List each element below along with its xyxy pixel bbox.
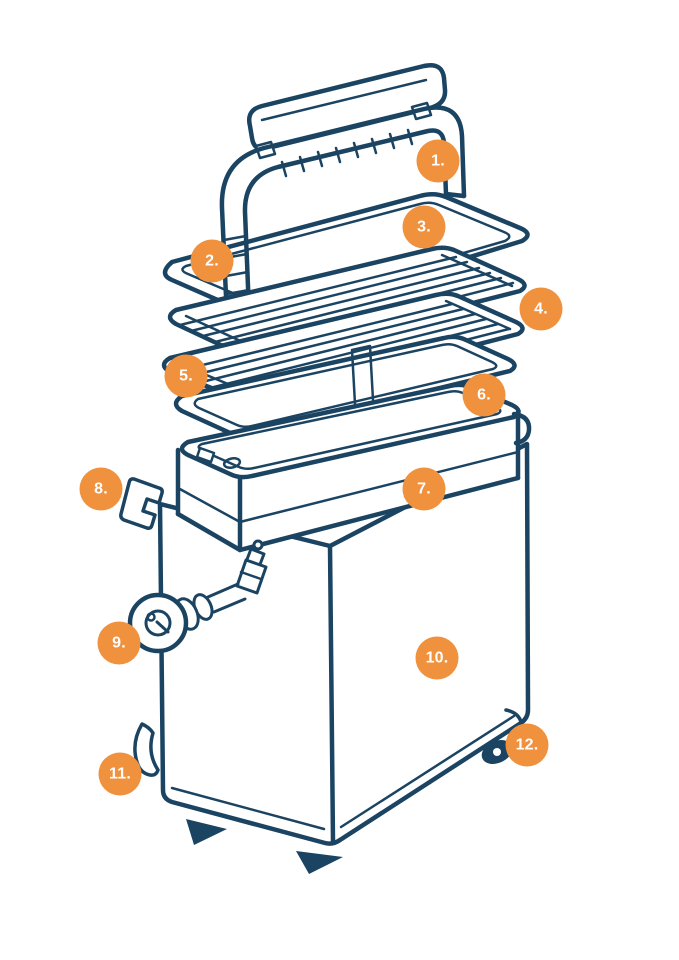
callout-badge-6: 6. xyxy=(462,373,506,417)
callout-badge-7: 7. xyxy=(402,467,446,511)
tap-assembly-part xyxy=(127,539,268,654)
callout-badge-5: 5. xyxy=(164,354,208,398)
callout-badge-8: 8. xyxy=(79,467,123,511)
callout-badge-11: 11. xyxy=(98,752,142,796)
callout-badge-3: 3. xyxy=(402,205,446,249)
callout-badge-2: 2. xyxy=(190,239,234,283)
callout-badge-4: 4. xyxy=(519,287,563,331)
frame-part xyxy=(173,334,517,438)
callout-badge-1: 1. xyxy=(416,139,460,183)
callout-badge-9: 9. xyxy=(97,621,141,665)
callout-badge-10: 10. xyxy=(415,636,459,680)
side-bracket-part xyxy=(119,477,164,530)
callout-badge-12: 12. xyxy=(505,723,549,767)
leg-foot-part xyxy=(133,722,343,874)
